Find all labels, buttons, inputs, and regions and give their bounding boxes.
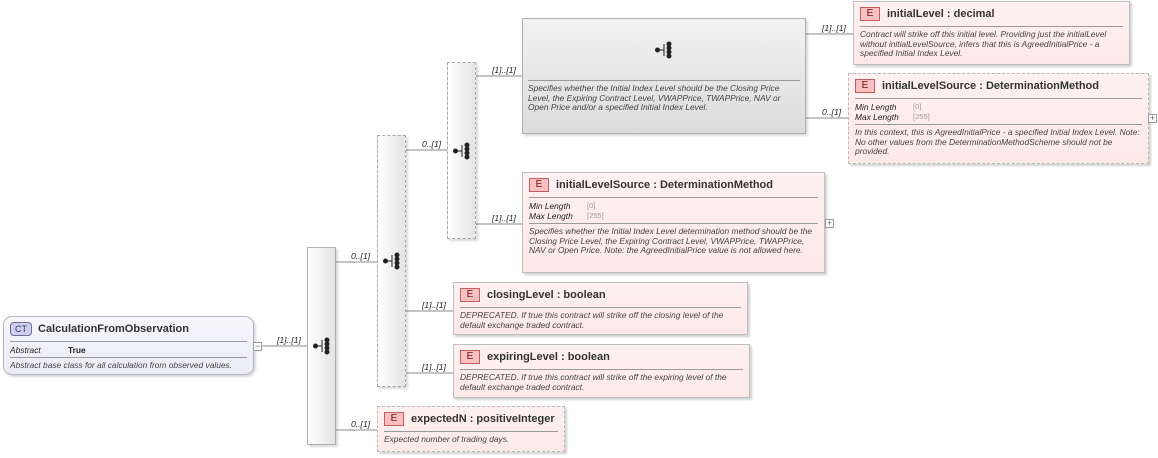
- property-value: True: [68, 345, 86, 355]
- sequence-compositor-icon: [655, 41, 672, 59]
- element-doc: Expected number of trading days.: [384, 434, 510, 444]
- cardinality-top-sequence: [1]..[1]: [492, 65, 516, 75]
- element-expiring-level[interactable]: E expiringLevel : boolean DEPRECATED. If…: [453, 344, 750, 398]
- element-type: positiveInteger: [476, 413, 555, 425]
- optional-sequence-compositor[interactable]: [377, 135, 406, 387]
- element-closing-level[interactable]: E closingLevel : boolean DEPRECATED. If …: [453, 282, 748, 335]
- element-doc: Specifies whether the Initial Index Leve…: [529, 226, 813, 256]
- divider: [529, 223, 818, 224]
- element-initial-level-source-method[interactable]: E initialLevelSource : DeterminationMeth…: [522, 172, 825, 273]
- element-initial-level[interactable]: E initialLevel : decimal Contract will s…: [853, 1, 1130, 65]
- expand-icon[interactable]: +: [1148, 113, 1157, 123]
- complex-type-calculation-from-observation[interactable]: CT CalculationFromObservation Abstract T…: [3, 316, 254, 375]
- divider: [460, 369, 743, 370]
- element-doc: DEPRECATED. If true this contract will s…: [460, 310, 724, 330]
- element-type: DeterminationMethod: [985, 80, 1099, 92]
- divider: [528, 80, 800, 81]
- sequence-compositor-icon: [313, 337, 330, 355]
- element-doc: Contract will strike off this initial le…: [860, 29, 1107, 59]
- element-type: boolean: [563, 289, 606, 301]
- property-key: Abstract: [10, 345, 41, 355]
- type-separator: :: [976, 80, 986, 92]
- property-key: Min Length: [855, 102, 897, 112]
- complex-type-doc: Abstract base class for all calculation …: [10, 360, 233, 370]
- type-separator: :: [553, 289, 564, 301]
- type-separator: :: [943, 8, 954, 20]
- divider: [529, 197, 818, 198]
- element-type: DeterminationMethod: [659, 179, 773, 191]
- element-type: boolean: [567, 351, 610, 363]
- element-name: closingLevel: [487, 289, 554, 301]
- property-value: [255]: [913, 112, 930, 121]
- property-min-length: Min Length [0]: [855, 102, 1142, 112]
- property-max-length: Max Length [255]: [855, 112, 1142, 122]
- sequence-doc: Specifies whether the Initial Index Leve…: [528, 83, 781, 113]
- property-key: Min Length: [529, 201, 571, 211]
- cardinality-initial-level: [1]..[1]: [822, 23, 846, 33]
- sequence-compositor-icon: [383, 252, 400, 270]
- property-abstract: Abstract True: [10, 345, 247, 355]
- element-name: expiringLevel: [487, 351, 558, 363]
- divider: [860, 26, 1123, 27]
- type-separator: :: [557, 351, 568, 363]
- element-name: expectedN: [411, 413, 467, 425]
- property-value: [255]: [587, 211, 604, 220]
- property-key: Max Length: [529, 211, 573, 221]
- element-name: initialLevelSource: [556, 179, 651, 191]
- element-expected-n[interactable]: E expectedN : positiveInteger Expected n…: [377, 406, 565, 452]
- sequence-compositor-icon: [453, 142, 470, 160]
- property-value: [0]: [913, 102, 922, 111]
- divider: [855, 124, 1142, 125]
- element-tag: E: [460, 288, 480, 302]
- cardinality-initial-level-source-a: 0..[1]: [822, 107, 842, 117]
- property-max-length: Max Length [255]: [529, 211, 818, 221]
- element-name: initialLevel: [887, 8, 944, 20]
- element-tag: E: [860, 7, 880, 21]
- property-list: Abstract True: [4, 342, 253, 355]
- divider: [384, 431, 558, 432]
- element-name: initialLevelSource: [882, 80, 977, 92]
- property-key: Max Length: [855, 112, 899, 122]
- initial-level-sequence-compositor[interactable]: [522, 18, 806, 134]
- cardinality-expiring-level: [1]..[1]: [422, 362, 446, 372]
- divider: [855, 98, 1142, 99]
- element-type: decimal: [953, 8, 995, 20]
- element-tag: E: [855, 79, 875, 93]
- collapse-icon[interactable]: −: [253, 341, 262, 351]
- complex-type-name: CalculationFromObservation: [38, 323, 189, 335]
- element-tag: E: [460, 350, 480, 364]
- property-list: Min Length [0] Max Length [255]: [523, 198, 824, 221]
- element-tag: E: [384, 412, 404, 426]
- element-doc: DEPRECATED. If true this contract will s…: [460, 372, 727, 392]
- cardinality-initial-level-source-b: [1]..[1]: [492, 213, 516, 223]
- property-value: [0]: [587, 201, 596, 210]
- cardinality-closing-level: [1]..[1]: [422, 300, 446, 310]
- cardinality-choice-inner: 0..[1]: [351, 251, 371, 261]
- cardinality-inner-sequence: 0..[1]: [422, 139, 442, 149]
- complex-type-tag: CT: [10, 322, 32, 336]
- cardinality-expected-n: 0..[1]: [351, 419, 371, 429]
- divider: [460, 307, 741, 308]
- divider: [10, 357, 247, 358]
- type-separator: :: [466, 413, 477, 425]
- cardinality-root-sequence: [1]..[1]: [277, 335, 301, 345]
- element-initial-level-source-agreed[interactable]: E initialLevelSource : DeterminationMeth…: [848, 73, 1149, 164]
- element-doc: In this context, this is AgreedInitialPr…: [855, 127, 1140, 157]
- divider: [10, 341, 247, 342]
- type-separator: :: [650, 179, 660, 191]
- expand-icon[interactable]: +: [825, 218, 834, 228]
- element-tag: E: [529, 178, 549, 192]
- property-list: Min Length [0] Max Length [255]: [849, 99, 1148, 122]
- property-min-length: Min Length [0]: [529, 201, 818, 211]
